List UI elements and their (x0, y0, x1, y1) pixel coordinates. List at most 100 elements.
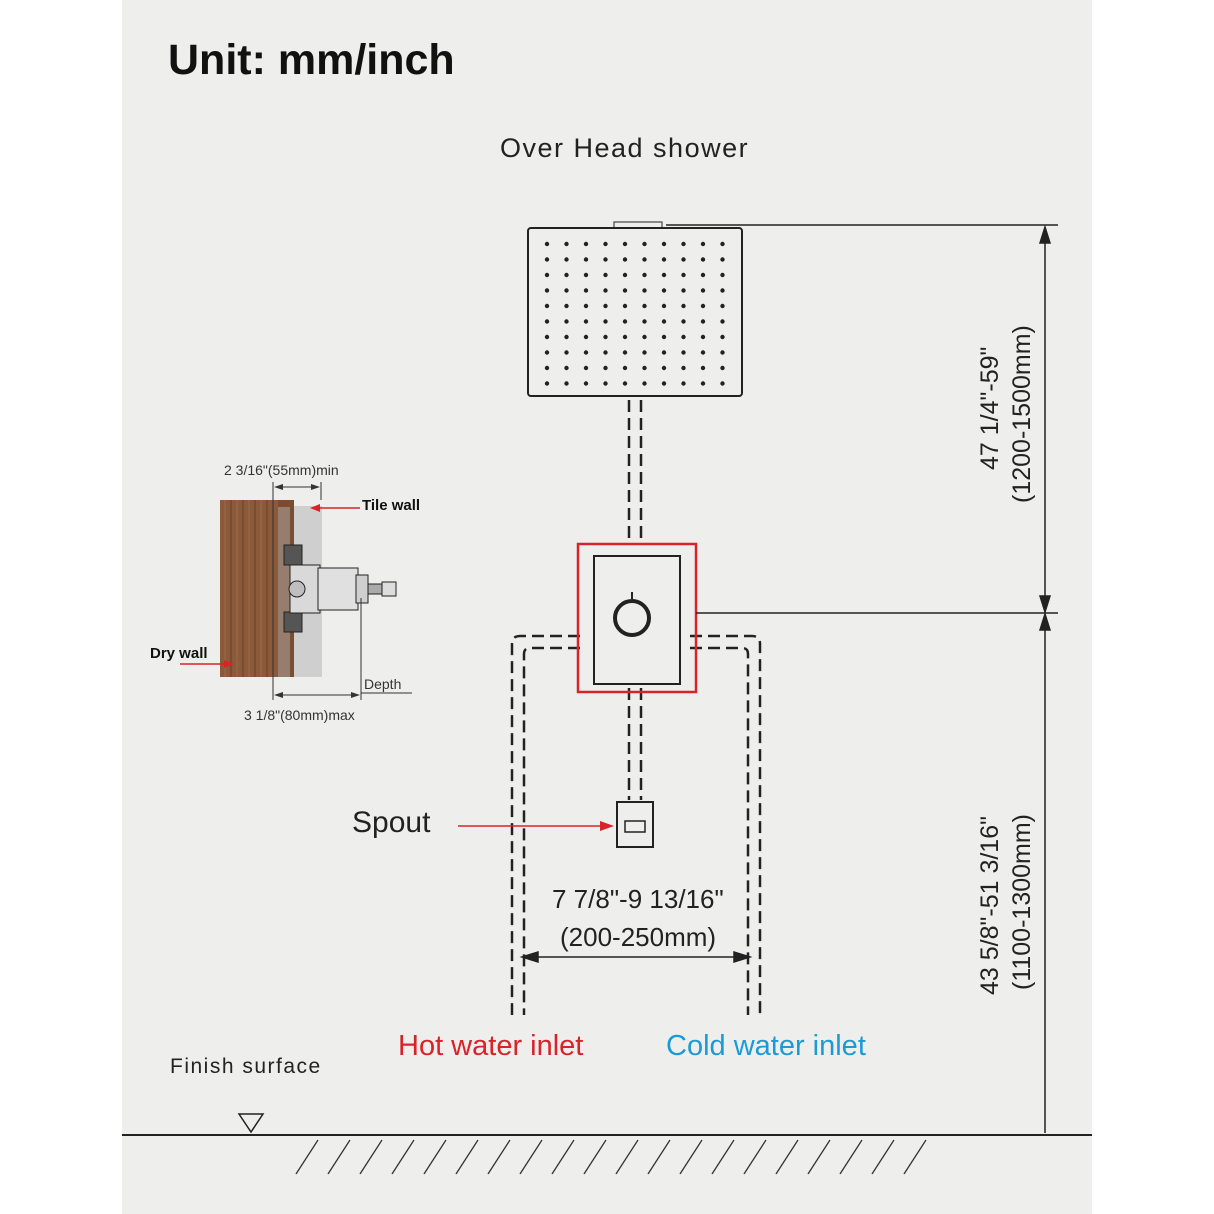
nozzle-dot (700, 365, 706, 371)
nozzle-dot (642, 241, 647, 247)
nozzle-dot (564, 319, 569, 324)
finish-floor (122, 1134, 1092, 1175)
nozzle-dot (583, 272, 589, 278)
shower-height-inches: 47 1/4"-59" (976, 346, 1004, 470)
circle-knob-icon (613, 599, 651, 637)
nozzle-dot (720, 241, 725, 247)
nozzle-dot (603, 350, 608, 355)
nozzle-dot (700, 303, 706, 309)
nozzle-dot (642, 319, 647, 324)
nozzle-dot (603, 288, 608, 293)
nozzle-dot (564, 365, 569, 371)
min-thickness-label: 2 3/16"(55mm)min (224, 462, 339, 478)
height-dimensions (666, 224, 1058, 1133)
nozzle-dot (583, 334, 589, 340)
nozzle-dot (544, 288, 550, 293)
nozzle-dot (681, 241, 686, 247)
hatch-line (711, 1139, 735, 1175)
nozzle-dot (681, 350, 686, 355)
nozzle-dot (544, 350, 550, 355)
inlet-spacing-mm: (200-250mm) (560, 922, 717, 952)
nozzle-dot (642, 381, 647, 386)
nozzle-dot (622, 257, 628, 262)
nozzle-dot (681, 365, 686, 371)
nozzle-dot (544, 241, 550, 247)
nozzle-dot (622, 319, 628, 324)
nozzle-dot (564, 272, 569, 278)
nozzle-dot (661, 303, 667, 309)
nozzle-dot (622, 241, 628, 247)
nozzle-dot (661, 381, 667, 386)
nozzle-dot (681, 334, 686, 340)
tile-wall-label: Tile wall (362, 497, 421, 514)
nozzle-dot (603, 272, 608, 278)
max-thickness-label: 3 1/8"(80mm)max (244, 707, 355, 723)
hatch-line (519, 1139, 543, 1175)
nozzle-dot (583, 350, 589, 355)
hatch-line (903, 1139, 927, 1175)
finish-surface-label: Finish surface (170, 1055, 322, 1078)
nozzle-dot (720, 288, 725, 293)
nozzle-dot (700, 288, 706, 293)
cold-water-inlet-label: Cold water inlet (666, 1030, 866, 1062)
hatch-line (647, 1139, 671, 1175)
nozzle-dot (544, 272, 550, 278)
hatch-line (391, 1139, 415, 1175)
nozzle-dot (642, 257, 647, 262)
nozzle-dot (603, 257, 608, 262)
nozzle-dot (661, 365, 667, 371)
hatch-line (551, 1139, 575, 1175)
nozzle-dot (622, 288, 628, 293)
nozzle-dot (681, 381, 686, 386)
pipe-lines (510, 400, 762, 1015)
nozzle-dot (661, 350, 667, 355)
hatch-line (455, 1139, 479, 1175)
nozzle-dot (681, 319, 686, 324)
nozzle-dot (700, 319, 706, 324)
nozzle-dot (642, 365, 647, 371)
hatch-line (871, 1139, 895, 1175)
nozzle-dot (583, 381, 589, 386)
nozzle-dot (642, 303, 647, 309)
nozzle-dot (583, 241, 589, 247)
nozzle-dot (603, 365, 608, 371)
nozzle-dot (583, 319, 589, 324)
spout-label: Spout (352, 806, 431, 839)
nozzle-dot (622, 303, 628, 309)
nozzle-dot (603, 241, 608, 247)
nozzle-dot (564, 350, 569, 355)
triangle-down-icon (237, 1113, 265, 1134)
wall-section-detail (180, 482, 412, 700)
nozzle-dot (564, 288, 569, 293)
nozzle-dot (564, 257, 569, 262)
nozzle-dot (622, 350, 628, 355)
nozzle-dot (661, 257, 667, 262)
floor-hatching (295, 1139, 927, 1175)
nozzle-dot (720, 272, 725, 278)
nozzle-dot (720, 303, 725, 309)
hatch-line (487, 1139, 511, 1175)
nozzle-dot (720, 350, 725, 355)
nozzle-dot (642, 334, 647, 340)
valve-height-mm: (1100-1300mm) (1008, 813, 1036, 990)
hatch-line (583, 1139, 607, 1175)
nozzle-dot (583, 288, 589, 293)
valve-height-inches: 43 5/8"-51 3/16" (976, 816, 1004, 995)
nozzle-dot (544, 303, 550, 309)
inlet-spacing-dimension (519, 950, 753, 964)
hatch-line (359, 1139, 383, 1175)
nozzle-dot (583, 257, 589, 262)
nozzle-dot (603, 319, 608, 324)
nozzle-dot (642, 272, 647, 278)
nozzle-dot (720, 365, 725, 371)
shower-height-mm: (1200-1500mm) (1008, 325, 1036, 503)
hatch-line (327, 1139, 351, 1175)
nozzle-dot (661, 319, 667, 324)
nozzle-dot (583, 303, 589, 309)
hatch-line (807, 1139, 831, 1175)
nozzle-dot (544, 381, 550, 386)
overhead-shower-label: Over Head shower (500, 133, 750, 163)
hot-water-inlet-label: Hot water inlet (398, 1030, 584, 1062)
spout (458, 801, 654, 848)
nozzle-dot (700, 241, 706, 247)
